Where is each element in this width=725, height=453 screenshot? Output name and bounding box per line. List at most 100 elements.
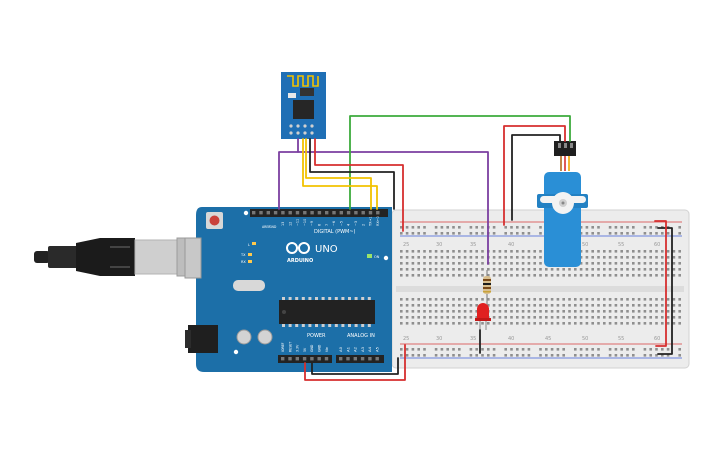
rail-hole bbox=[591, 232, 594, 235]
header-hole bbox=[259, 211, 263, 215]
rail-hole bbox=[440, 232, 444, 235]
breadboard-hole bbox=[434, 322, 438, 325]
breadboard-hole bbox=[440, 250, 444, 253]
header-hole bbox=[368, 357, 372, 361]
breadboard-hole bbox=[539, 256, 542, 259]
chip-pin bbox=[308, 297, 312, 300]
breadboard-hole bbox=[440, 256, 444, 259]
breadboard-hole bbox=[672, 268, 676, 271]
breadboard-hole bbox=[417, 250, 420, 253]
breadboard-hole bbox=[626, 262, 629, 265]
breadboard-hole bbox=[521, 274, 525, 277]
breadboard-hole bbox=[498, 262, 502, 265]
breadboard-hole bbox=[661, 310, 664, 313]
rail-hole bbox=[655, 226, 658, 229]
rail-hole bbox=[411, 354, 415, 357]
breadboard-hole bbox=[608, 298, 612, 301]
rail-hole bbox=[446, 348, 449, 351]
breadboard-hole bbox=[411, 322, 415, 325]
rail-hole bbox=[649, 354, 652, 357]
wire-black bbox=[511, 134, 561, 221]
breadboard-hole bbox=[446, 250, 449, 253]
breadboard-hole bbox=[626, 304, 629, 307]
rail-hole bbox=[597, 226, 600, 229]
rail-hole bbox=[469, 348, 473, 351]
rail-hole bbox=[591, 226, 594, 229]
rail-hole bbox=[469, 354, 473, 357]
breadboard-hole bbox=[521, 262, 525, 265]
servo-motor-icon bbox=[537, 141, 588, 267]
breadboard-hole bbox=[400, 304, 403, 307]
led-icon bbox=[475, 303, 491, 330]
breadboard-hole bbox=[591, 274, 594, 277]
rail-hole bbox=[678, 348, 681, 351]
breadboard-hole bbox=[498, 310, 502, 313]
rail-hole bbox=[440, 226, 444, 229]
breadboard-hole bbox=[678, 298, 681, 301]
rail-hole bbox=[539, 348, 542, 351]
breadboard-hole bbox=[446, 304, 449, 307]
breadboard-hole bbox=[545, 310, 548, 313]
breadboard-hole bbox=[637, 298, 641, 301]
breadboard-hole bbox=[492, 256, 496, 259]
breadboard-column-numbers: 25 30 35 40 45 50 55 60 25 30 35 40 45 5… bbox=[403, 242, 660, 342]
breadboard-hole bbox=[597, 274, 600, 277]
breadboard-hole bbox=[527, 274, 531, 277]
breadboard-hole bbox=[666, 304, 670, 307]
breadboard-hole bbox=[527, 256, 531, 259]
breadboard-hole bbox=[463, 322, 467, 325]
rail-hole bbox=[423, 226, 426, 229]
chip-pin bbox=[348, 297, 351, 300]
breadboard-hole bbox=[597, 256, 600, 259]
rail-hole bbox=[516, 232, 519, 235]
breadboard-hole bbox=[429, 274, 432, 277]
breadboard-hole bbox=[452, 274, 455, 277]
rail-hole bbox=[417, 226, 420, 229]
breadboard-hole bbox=[463, 304, 467, 307]
column-number: 30 bbox=[436, 242, 442, 248]
breadboard-hole bbox=[475, 310, 478, 313]
header-hole bbox=[332, 211, 336, 215]
on-label: ON bbox=[374, 255, 380, 259]
rail-hole bbox=[475, 226, 478, 229]
breadboard-hole bbox=[678, 250, 681, 253]
breadboard-hole bbox=[487, 274, 490, 277]
breadboard-hole bbox=[516, 274, 519, 277]
breadboard-hole bbox=[475, 304, 478, 307]
breadboard-hole bbox=[434, 262, 438, 265]
gnd-label: GND bbox=[269, 225, 277, 229]
breadboard-hole bbox=[469, 316, 473, 319]
breadboard-hole bbox=[678, 256, 681, 259]
breadboard-hole bbox=[574, 322, 577, 325]
rail-hole bbox=[417, 354, 420, 357]
breadboard-hole bbox=[405, 298, 409, 301]
breadboard-hole bbox=[585, 304, 589, 307]
breadboard-hole bbox=[632, 298, 635, 301]
breadboard-hole bbox=[458, 250, 461, 253]
rail-hole bbox=[620, 226, 623, 229]
power-label: POWER bbox=[307, 333, 326, 339]
breadboard-hole bbox=[440, 298, 444, 301]
l-label: L bbox=[248, 243, 250, 247]
rail-hole bbox=[475, 348, 478, 351]
rail-hole bbox=[475, 354, 478, 357]
breadboard-hole bbox=[411, 250, 415, 253]
wire-black bbox=[311, 357, 399, 375]
reset-button-cap[interactable] bbox=[209, 215, 220, 226]
breadboard-hole bbox=[487, 322, 490, 325]
rail-hole bbox=[608, 348, 612, 351]
rail-hole bbox=[440, 354, 444, 357]
breadboard-hole bbox=[579, 250, 583, 253]
breadboard-hole bbox=[643, 316, 647, 319]
breadboard-hole bbox=[452, 256, 455, 259]
breadboard-hole bbox=[481, 298, 484, 301]
breadboard-hole bbox=[469, 322, 473, 325]
header-hole bbox=[288, 211, 292, 215]
rail-hole bbox=[632, 348, 635, 351]
column-number: 55 bbox=[618, 336, 624, 342]
breadboard-hole bbox=[504, 250, 507, 253]
header-hole bbox=[324, 357, 329, 361]
power-pin-label: Vin bbox=[325, 347, 329, 352]
breadboard-hole bbox=[637, 316, 641, 319]
breadboard-hole bbox=[614, 268, 618, 271]
